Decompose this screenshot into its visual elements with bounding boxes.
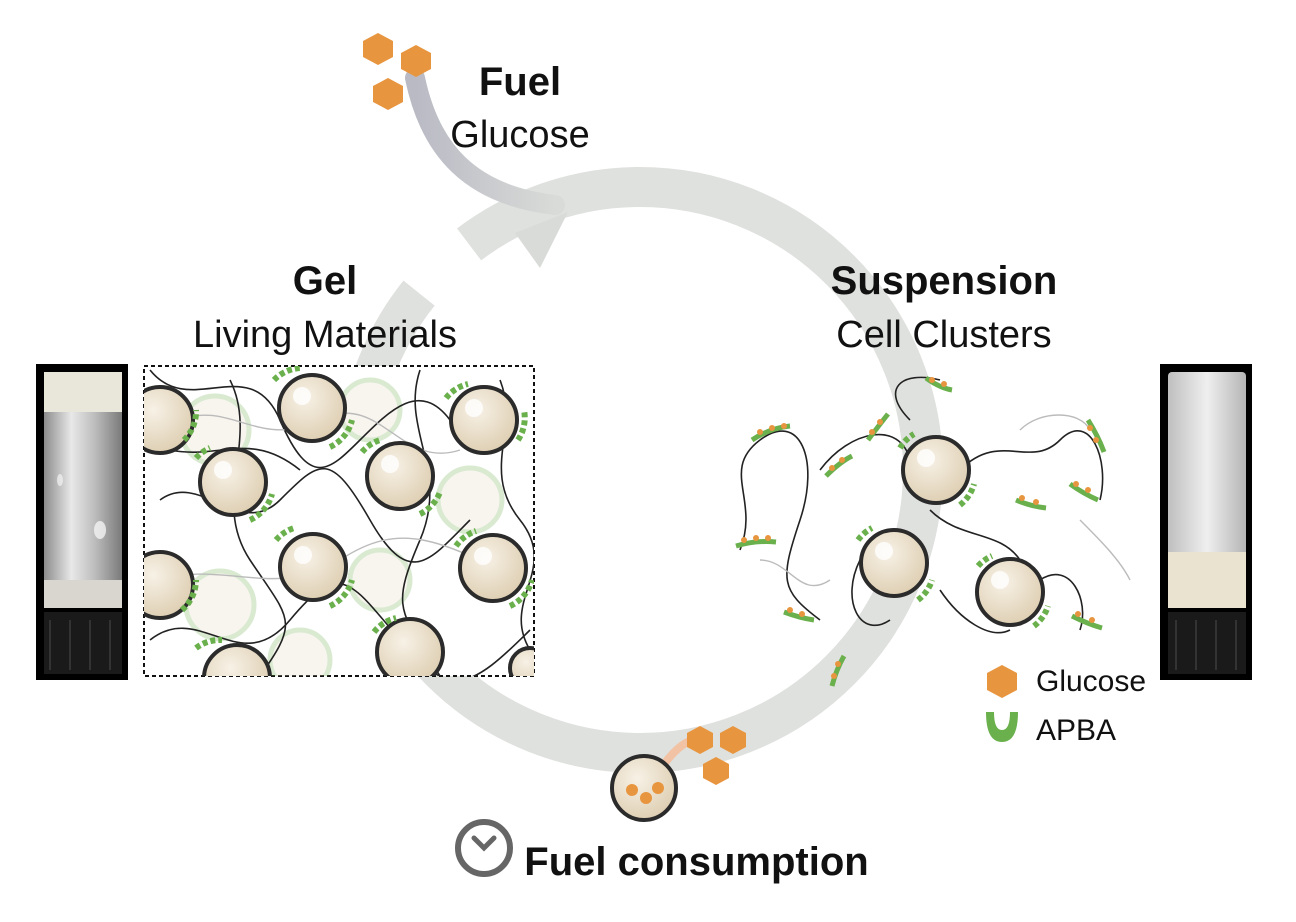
suspension-cluster (735, 375, 1131, 687)
fuel-subtitle: Glucose (450, 114, 590, 156)
suspension-vial-photo (1160, 364, 1252, 680)
fuel-glucose-hexagons (363, 33, 431, 110)
legend-apba-label: APBA (1036, 714, 1117, 747)
suspension-subtitle: Cell Clusters (836, 314, 1052, 356)
clock-icon (455, 819, 513, 877)
suspension-title: Suspension (830, 259, 1058, 303)
legend-apba-cup-icon (986, 712, 1018, 742)
fuel-consumption-label: Fuel consumption (524, 840, 869, 884)
gel-vial-photo (36, 364, 128, 680)
consuming-cell (610, 726, 746, 822)
legend-glucose-hexagon-icon (987, 665, 1017, 698)
fuel-title: Fuel (478, 60, 562, 104)
legend-glucose-label: Glucose (1036, 665, 1147, 698)
cycle-arrowhead (515, 212, 568, 268)
fuel-arrow (405, 68, 565, 215)
gel-title: Gel (292, 259, 358, 303)
gel-network (143, 365, 535, 677)
gel-subtitle: Living Materials (193, 314, 457, 356)
